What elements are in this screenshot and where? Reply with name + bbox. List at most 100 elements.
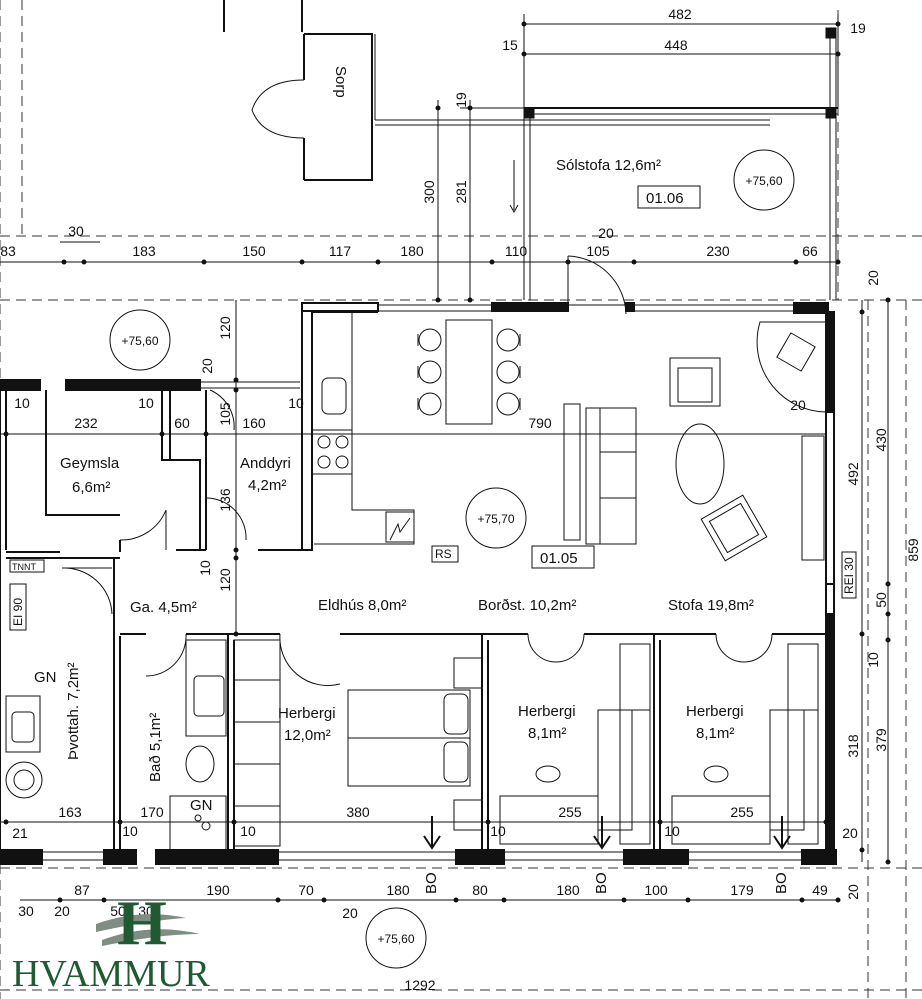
dim: 87 — [74, 882, 90, 898]
dim: 448 — [664, 37, 688, 53]
dim: 160 — [242, 415, 266, 431]
bad-label: Bað 5,1m² — [147, 713, 164, 782]
dim: 19 — [850, 20, 866, 36]
dim: 232 — [74, 415, 98, 431]
tnnt-label: TNNT — [12, 562, 36, 572]
level-circles — [109, 149, 795, 969]
bo-label-2: BO — [593, 872, 610, 894]
dim: 21 — [12, 825, 28, 841]
thvottah-label: Þvottah. 7,2m² — [65, 662, 82, 760]
dim: 1292 — [404, 977, 435, 993]
dim: 120 — [217, 568, 233, 592]
anddyri-label: Anddyri — [240, 455, 291, 472]
west-level: +75,60 — [121, 334, 158, 348]
herbergi3-area: 8,1m² — [696, 725, 734, 742]
dim: 163 — [58, 804, 82, 820]
dim: 20 — [865, 270, 881, 286]
dimension-lines — [0, 14, 889, 901]
living-furniture — [563, 321, 827, 562]
wet-rooms — [5, 639, 227, 851]
main-level: +75,70 — [477, 512, 514, 526]
dim: 790 — [528, 415, 552, 431]
bo-arrows — [423, 816, 791, 850]
dim: 30 — [68, 223, 84, 239]
dim: 180 — [400, 243, 424, 259]
dim: 10 — [14, 395, 30, 411]
gn-label-1: GN — [34, 669, 57, 686]
dim: 255 — [730, 804, 754, 820]
dim: 83 — [0, 243, 16, 259]
logo-name: HVAMMUR — [12, 953, 210, 995]
dim: 150 — [242, 243, 266, 259]
room-number-boxes — [9, 185, 857, 631]
sorp-enclosure — [223, 0, 770, 181]
main-number: 01.05 — [540, 550, 578, 567]
dim: 10 — [197, 560, 213, 576]
bedrooms-furniture — [233, 639, 819, 847]
sorp-label: Sorp — [332, 66, 349, 98]
dim: 110 — [505, 243, 528, 259]
dim: 183 — [132, 243, 156, 259]
dim: 430 — [873, 428, 889, 452]
dim: 230 — [706, 243, 730, 259]
dim: 180 — [386, 882, 410, 898]
dim: 49 — [812, 882, 828, 898]
solstofa-walls — [509, 27, 838, 300]
dim: 281 — [453, 180, 469, 204]
herbergi2-label: Herbergi — [518, 703, 576, 720]
interior-walls — [6, 390, 826, 850]
dim: 50 — [873, 592, 889, 608]
dim: 10 — [490, 823, 506, 839]
hvammur-logo: H HVAMMUR — [12, 887, 210, 995]
dimension-numbers: 482 19 15 448 19 300 281 30 20 83 183 15… — [0, 6, 921, 993]
dim: 492 — [845, 462, 861, 486]
dim: 20 — [842, 825, 858, 841]
logo-mark: H — [117, 887, 167, 958]
dining-table — [417, 319, 521, 425]
dim: 80 — [472, 882, 488, 898]
dim: 20 — [199, 358, 215, 374]
dim: 136 — [217, 488, 233, 512]
dim: 318 — [845, 734, 861, 758]
bo-label-1: BO — [423, 872, 440, 894]
dim: 180 — [556, 882, 580, 898]
dim: 10 — [865, 652, 881, 668]
rs-label: RS — [435, 547, 452, 561]
dim: 20 — [845, 884, 861, 900]
dim: 10 — [138, 395, 154, 411]
dim: 100 — [644, 882, 668, 898]
door-swings — [61, 255, 773, 687]
dim: 15 — [502, 37, 518, 53]
bordst-label: Borðst. 10,2m² — [478, 597, 576, 614]
solstofa-level: +75,60 — [745, 174, 782, 188]
south-level: +75,60 — [377, 932, 414, 946]
dim: 20 — [54, 903, 70, 919]
anddyri-area: 4,2m² — [248, 477, 286, 494]
dim: 20 — [342, 905, 358, 921]
herbergi2-area: 8,1m² — [528, 725, 566, 742]
stofa-label: Stofa 19,8m² — [668, 597, 754, 614]
dim: 20 — [790, 397, 806, 413]
dim: 66 — [802, 243, 818, 259]
dim: 50 — [110, 903, 126, 919]
dim: 170 — [140, 804, 164, 820]
dim: 300 — [421, 180, 437, 204]
dim: 105 — [586, 243, 610, 259]
dim: 120 — [217, 316, 233, 340]
geymsla-area: 6,6m² — [72, 479, 110, 496]
dim: 379 — [873, 728, 889, 752]
herbergi1-area: 12,0m² — [284, 727, 331, 744]
herbergi1-label: Herbergi — [278, 705, 336, 722]
dimension-ticks — [3, 21, 891, 903]
ga-label: Ga. 4,5m² — [130, 599, 197, 616]
dim: 380 — [346, 804, 370, 820]
dim: 482 — [668, 6, 692, 22]
solstofa-number: 01.06 — [646, 190, 684, 207]
rei30-label: REI 30 — [842, 557, 856, 594]
gn-label-2: GN — [190, 797, 213, 814]
herbergi3-label: Herbergi — [686, 703, 744, 720]
bo-label-3: BO — [773, 872, 790, 894]
dim: 179 — [730, 882, 754, 898]
